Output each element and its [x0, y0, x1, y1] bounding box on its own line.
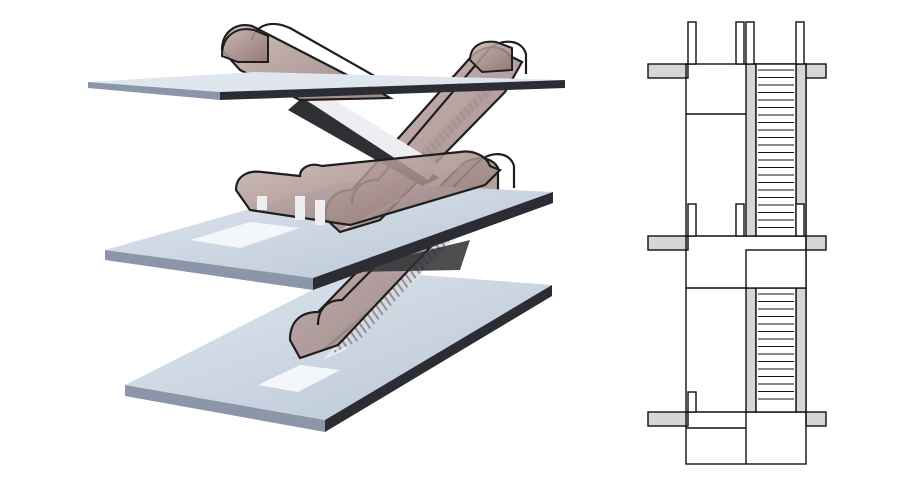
escalator-steps-upper: [758, 69, 794, 228]
floor-slab-top: [88, 72, 565, 100]
floor-opening: [258, 365, 340, 392]
floor-slab-top-section: [647, 63, 827, 79]
balustrade-posts: [687, 21, 805, 413]
floor-slab-bottom-section: [647, 411, 827, 427]
escalator-steps-lower: [758, 293, 794, 400]
escalator-mid-right: [234, 150, 502, 230]
floor-opening: [190, 222, 300, 248]
floor-slab-middle-section: [647, 235, 827, 251]
